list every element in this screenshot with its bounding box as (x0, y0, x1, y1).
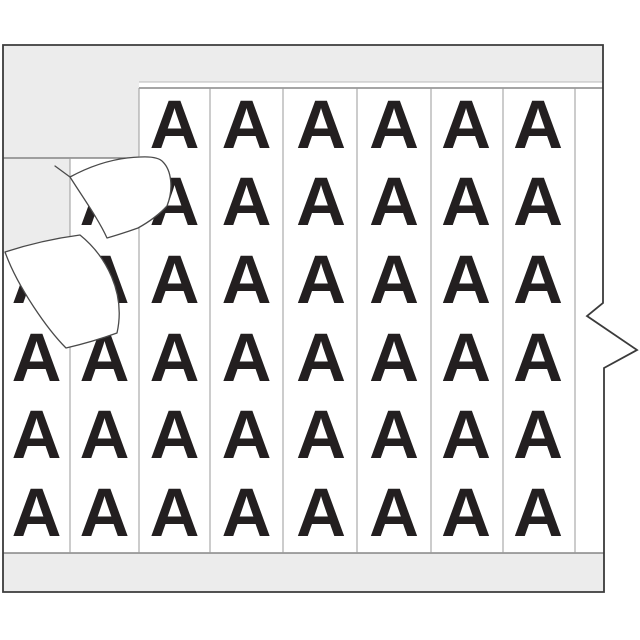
liner-exposed-area (3, 45, 139, 254)
peeling-label-upper-corner-edge (54, 165, 71, 178)
marker-letter: A (441, 163, 491, 240)
marker-letter: A (80, 474, 130, 551)
marker-letter: A (296, 396, 346, 473)
marker-letter: A (222, 241, 272, 318)
card-header-band (3, 45, 603, 82)
marker-letter: A (222, 319, 272, 396)
marker-letter: A (80, 396, 130, 473)
marker-letter: A (296, 474, 346, 551)
structural-lines (3, 87, 604, 554)
marker-letter: A (369, 241, 419, 318)
marker-letters: A A A A A A A A A A A A A A A A A A A A … (12, 86, 563, 551)
marker-letter: A (222, 396, 272, 473)
card-outline (2, 44, 639, 593)
peeling-label-lower (4, 234, 120, 349)
marker-letter: A (513, 163, 563, 240)
marker-letter: A (150, 241, 200, 318)
marker-letter: A (296, 319, 346, 396)
marker-letter: A (441, 474, 491, 551)
marker-letter: A (12, 474, 62, 551)
marker-letter: A (513, 474, 563, 551)
marker-letter: A (296, 241, 346, 318)
marker-letter: A (441, 86, 491, 163)
marker-letter: A (222, 474, 272, 551)
marker-letter: A (369, 396, 419, 473)
marker-letter: A (296, 86, 346, 163)
strip-dividers (69, 88, 576, 553)
marker-letter: A (150, 319, 200, 396)
marker-letter: A (222, 163, 272, 240)
peeling-labels (4, 156, 172, 349)
marker-letter: A (150, 474, 200, 551)
marker-letter: A (441, 319, 491, 396)
marker-letter: A (369, 163, 419, 240)
marker-letter: A (12, 396, 62, 473)
marker-letter: A (513, 396, 563, 473)
marker-letter: A (513, 241, 563, 318)
marker-letter: A (441, 241, 491, 318)
marker-letter: A (513, 319, 563, 396)
marker-letter: A (369, 474, 419, 551)
card-footer-band (3, 553, 604, 592)
marker-letter: A (369, 86, 419, 163)
marker-letter: A (222, 86, 272, 163)
marker-letter: A (150, 86, 200, 163)
marker-letter: A (296, 163, 346, 240)
marker-letter: A (369, 319, 419, 396)
marker-letter: A (150, 396, 200, 473)
peeling-label-upper (69, 156, 172, 239)
marker-letter: A (513, 86, 563, 163)
marker-letter: A (441, 396, 491, 473)
